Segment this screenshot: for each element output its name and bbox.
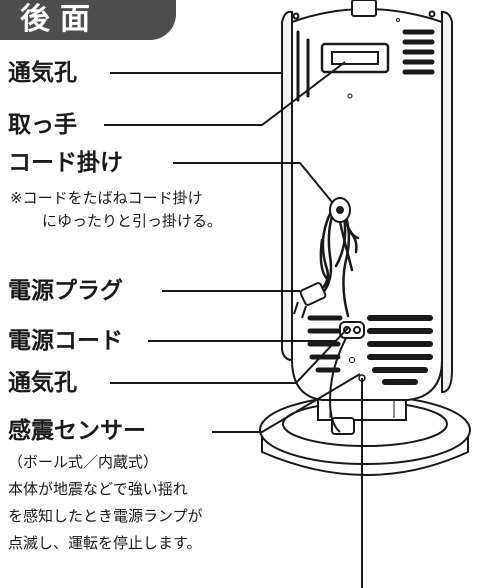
cord-outlet [339, 321, 365, 339]
upper-vent-slots [402, 29, 435, 75]
label-vent-bottom: 通気孔 [8, 370, 77, 396]
leader-lines [104, 61, 363, 588]
lower-vent-slots [367, 315, 433, 385]
sensor-note-line-3: を感知したとき電源ランプが [8, 507, 203, 525]
power-plug [293, 282, 327, 319]
cord-hook-note-line-1: ※コードをたばねコード掛け [10, 189, 203, 207]
sensor-note-line-1: （ボール式／内蔵式） [8, 453, 159, 471]
leader-vent-bottom [110, 327, 349, 384]
sensor-note-line-4: 点滅し、運転を停止します。 [8, 534, 202, 552]
label-plug: 電源プラグ [8, 278, 123, 304]
label-handle: 取っ手 [8, 112, 77, 138]
upper-left-vent-slots [296, 30, 310, 102]
leader-cord-hook [173, 162, 333, 203]
section-header-tab [0, 0, 176, 40]
leader-handle [104, 61, 346, 126]
sensor-note-line-2: 本体が地震などで強い揺れ [8, 480, 188, 498]
label-vent-top: 通気孔 [8, 60, 77, 86]
cord-hook-shape [329, 197, 351, 223]
leader-sensor [212, 373, 361, 433]
heater-body [281, 0, 453, 401]
label-sensor: 感震センサー [8, 418, 146, 444]
label-cord: 電源コード [8, 328, 123, 354]
cord-hook-note-line-2: にゆったりと引っ掛ける。 [42, 212, 223, 230]
cord-to-base [328, 337, 347, 433]
label-cord-hook: コード掛け [8, 150, 123, 176]
section-title: 後面 [20, 2, 100, 37]
handle-shape [320, 42, 390, 74]
